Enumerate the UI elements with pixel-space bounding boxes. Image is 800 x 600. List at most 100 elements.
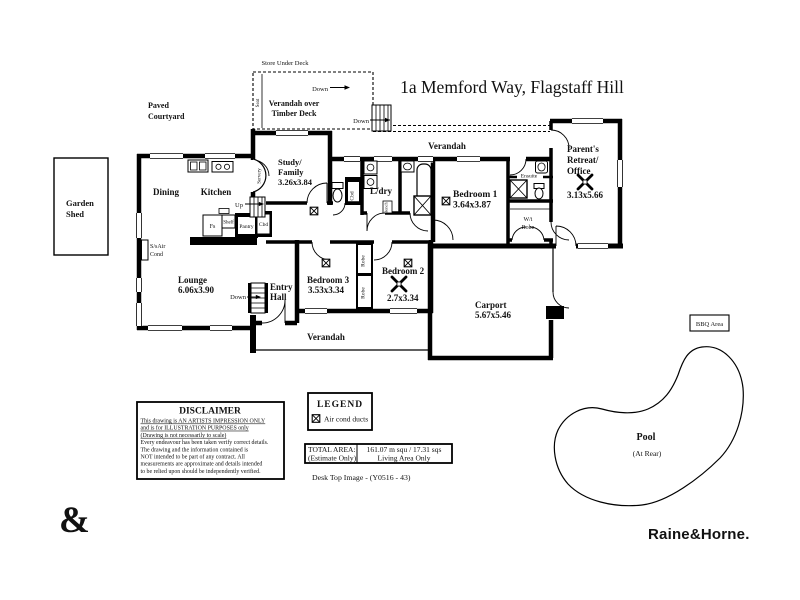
- bedroom2-dim-label: 2.7x3.34: [387, 293, 419, 303]
- pool-note-label: (At Rear): [633, 449, 662, 458]
- duct-icon-bed1: [441, 196, 451, 206]
- wirobe-label-1: W/i: [524, 217, 533, 223]
- bench-box: [218, 208, 230, 214]
- up-label: Up: [235, 202, 243, 209]
- parents-dim-label: 3.13x5.66: [567, 190, 604, 200]
- fixtures: [187, 158, 594, 314]
- disclaimer-line: (Drawing is not necessarily to scale): [141, 432, 227, 439]
- bedroom1-label: Bedroom 1: [453, 190, 498, 200]
- fan-icon-bed2: [390, 275, 408, 293]
- ssair-label-1: S/sAir: [150, 244, 165, 250]
- wirobe-label-2: Robe: [522, 225, 535, 231]
- parents-label-3: Office: [567, 166, 590, 176]
- garden-shed-label-1: Garden: [66, 198, 94, 208]
- down-top-label: Down: [312, 86, 329, 93]
- desktop-image-note: Desk Top Image - (Y0516 - 43): [312, 473, 411, 482]
- pool-label: Pool: [637, 432, 656, 443]
- parents-label-1: Parent's: [567, 144, 599, 154]
- parents-label-2: Retreat/: [567, 155, 599, 165]
- ensuite-basin-icon: [535, 160, 548, 174]
- deck-stairs-icon: [370, 104, 392, 132]
- linen-cupboard-icon: [413, 195, 432, 216]
- servery-arc: [252, 158, 267, 193]
- paved-courtyard-label-1: Paved: [148, 101, 169, 110]
- bench-label: Bench: [384, 202, 389, 214]
- bedroom1-dim-label: 3.64x3.87: [453, 201, 491, 211]
- verandah-deck-label-1: Verandah over: [269, 99, 320, 108]
- fan-icon-parents: [576, 173, 594, 191]
- garden-shed-outline: [53, 157, 109, 256]
- total-area-label-1: TOTAL AREA:: [308, 445, 356, 454]
- dining-label: Dining: [153, 187, 180, 197]
- study-label-2: Family: [278, 167, 304, 177]
- labels: 1a Memford Way, Flagstaff Hill Store Und…: [66, 60, 723, 458]
- fs-label: Fs: [210, 224, 216, 230]
- duct-icon-bed3: [321, 258, 331, 268]
- disclaimer-line: Every endeavour has been taken verify co…: [141, 439, 269, 446]
- bench-cabinet: [382, 200, 393, 214]
- total-area-box: TOTAL AREA: (Estimate Only) 161.07 m squ…: [304, 443, 453, 464]
- shelf-label: Shelf: [223, 221, 234, 226]
- paved-courtyard-label-2: Courtyard: [148, 112, 185, 121]
- vanity-icon: [400, 160, 415, 173]
- entry-label-1: Entry: [270, 282, 293, 292]
- verandah-bottom-label: Verandah: [307, 332, 345, 342]
- verandah-deck-label-2: Timber Deck: [272, 109, 317, 118]
- ldry-label: L/dry: [370, 186, 393, 196]
- cbd-hall-label: Cbd: [350, 191, 356, 200]
- legend-title: LEGEND: [317, 400, 363, 410]
- ampersand-logo: &: [59, 500, 90, 541]
- total-area-value-1: 161.07 m squ / 17.31 sqs: [367, 445, 442, 454]
- carport-dim-label: 5.67x5.46: [475, 310, 512, 320]
- windows: [135, 117, 624, 332]
- legend-box: LEGEND Air cond ducts: [307, 392, 373, 431]
- timber-deck-outline: [252, 71, 550, 132]
- entry-steps-icon: [247, 282, 266, 314]
- duct-icon-hall: [309, 206, 319, 216]
- cbd-kitchen-label: Cbd: [259, 222, 268, 228]
- door-arcs: [252, 129, 577, 324]
- disclaimer-line: measurements are approximate and details…: [141, 462, 263, 468]
- stove-icon: [211, 161, 234, 173]
- store-under-deck-label: Store Under Deck: [262, 60, 310, 67]
- air-cond-unit: [141, 239, 149, 261]
- ssair-label-2: Cond: [150, 252, 163, 258]
- walls: [136, 118, 623, 361]
- carport-label: Carport: [475, 300, 507, 310]
- verandah-top-label: Verandah: [428, 141, 466, 151]
- bedroom2-label: Bedroom 2: [382, 266, 425, 276]
- disclaimer-line: to be relied upon should be independentl…: [141, 468, 262, 475]
- robe-bottom-label: Robe: [361, 287, 367, 299]
- deck-down-arrow: [330, 85, 350, 90]
- wall-blocks: [190, 177, 564, 353]
- bedroom3-label: Bedroom 3: [307, 275, 350, 285]
- robe-top-label: Robe: [361, 255, 367, 267]
- pantry-label: Pantry: [239, 224, 254, 230]
- total-area-value-2: Living Area Only: [378, 454, 431, 463]
- garden-shed-label-2: Shed: [66, 209, 84, 219]
- disclaimer-title: DISCLAIMER: [179, 407, 241, 417]
- disclaimer-line: The drawing and the information containe…: [141, 446, 249, 453]
- bbq-area-outline: [689, 314, 730, 332]
- entry-label-2: Hall: [270, 292, 287, 302]
- window: [148, 117, 608, 332]
- ensuite-label: Ensuite: [521, 174, 538, 180]
- shelf-cabinet: [221, 214, 236, 229]
- kitchen-sink-icon: [187, 159, 209, 173]
- disclaimer-line: NOT intended to be part of any contract.…: [141, 454, 246, 461]
- bbq-area-label: BBQ Area: [696, 321, 723, 328]
- lounge-label: Lounge: [178, 275, 207, 285]
- duct-icon-legend: [311, 414, 321, 423]
- laundry-trough-icon: [363, 160, 378, 189]
- raine-horne-logo: Raine&Horne.: [648, 526, 750, 543]
- shower-icon: [509, 179, 528, 199]
- bedroom3-dim-label: 3.53x3.34: [308, 285, 345, 295]
- ensuite-toilet-icon: [533, 183, 545, 200]
- up-stairs-icon: [245, 196, 266, 218]
- disclaimer-line: and is for ILLUSTRATION PURPOSES only: [141, 425, 249, 432]
- down-stairs-label: Down: [353, 118, 370, 125]
- study-dim-label: 3.26x3.84: [278, 177, 313, 187]
- total-area-label-2: (Estimate Only): [308, 454, 357, 463]
